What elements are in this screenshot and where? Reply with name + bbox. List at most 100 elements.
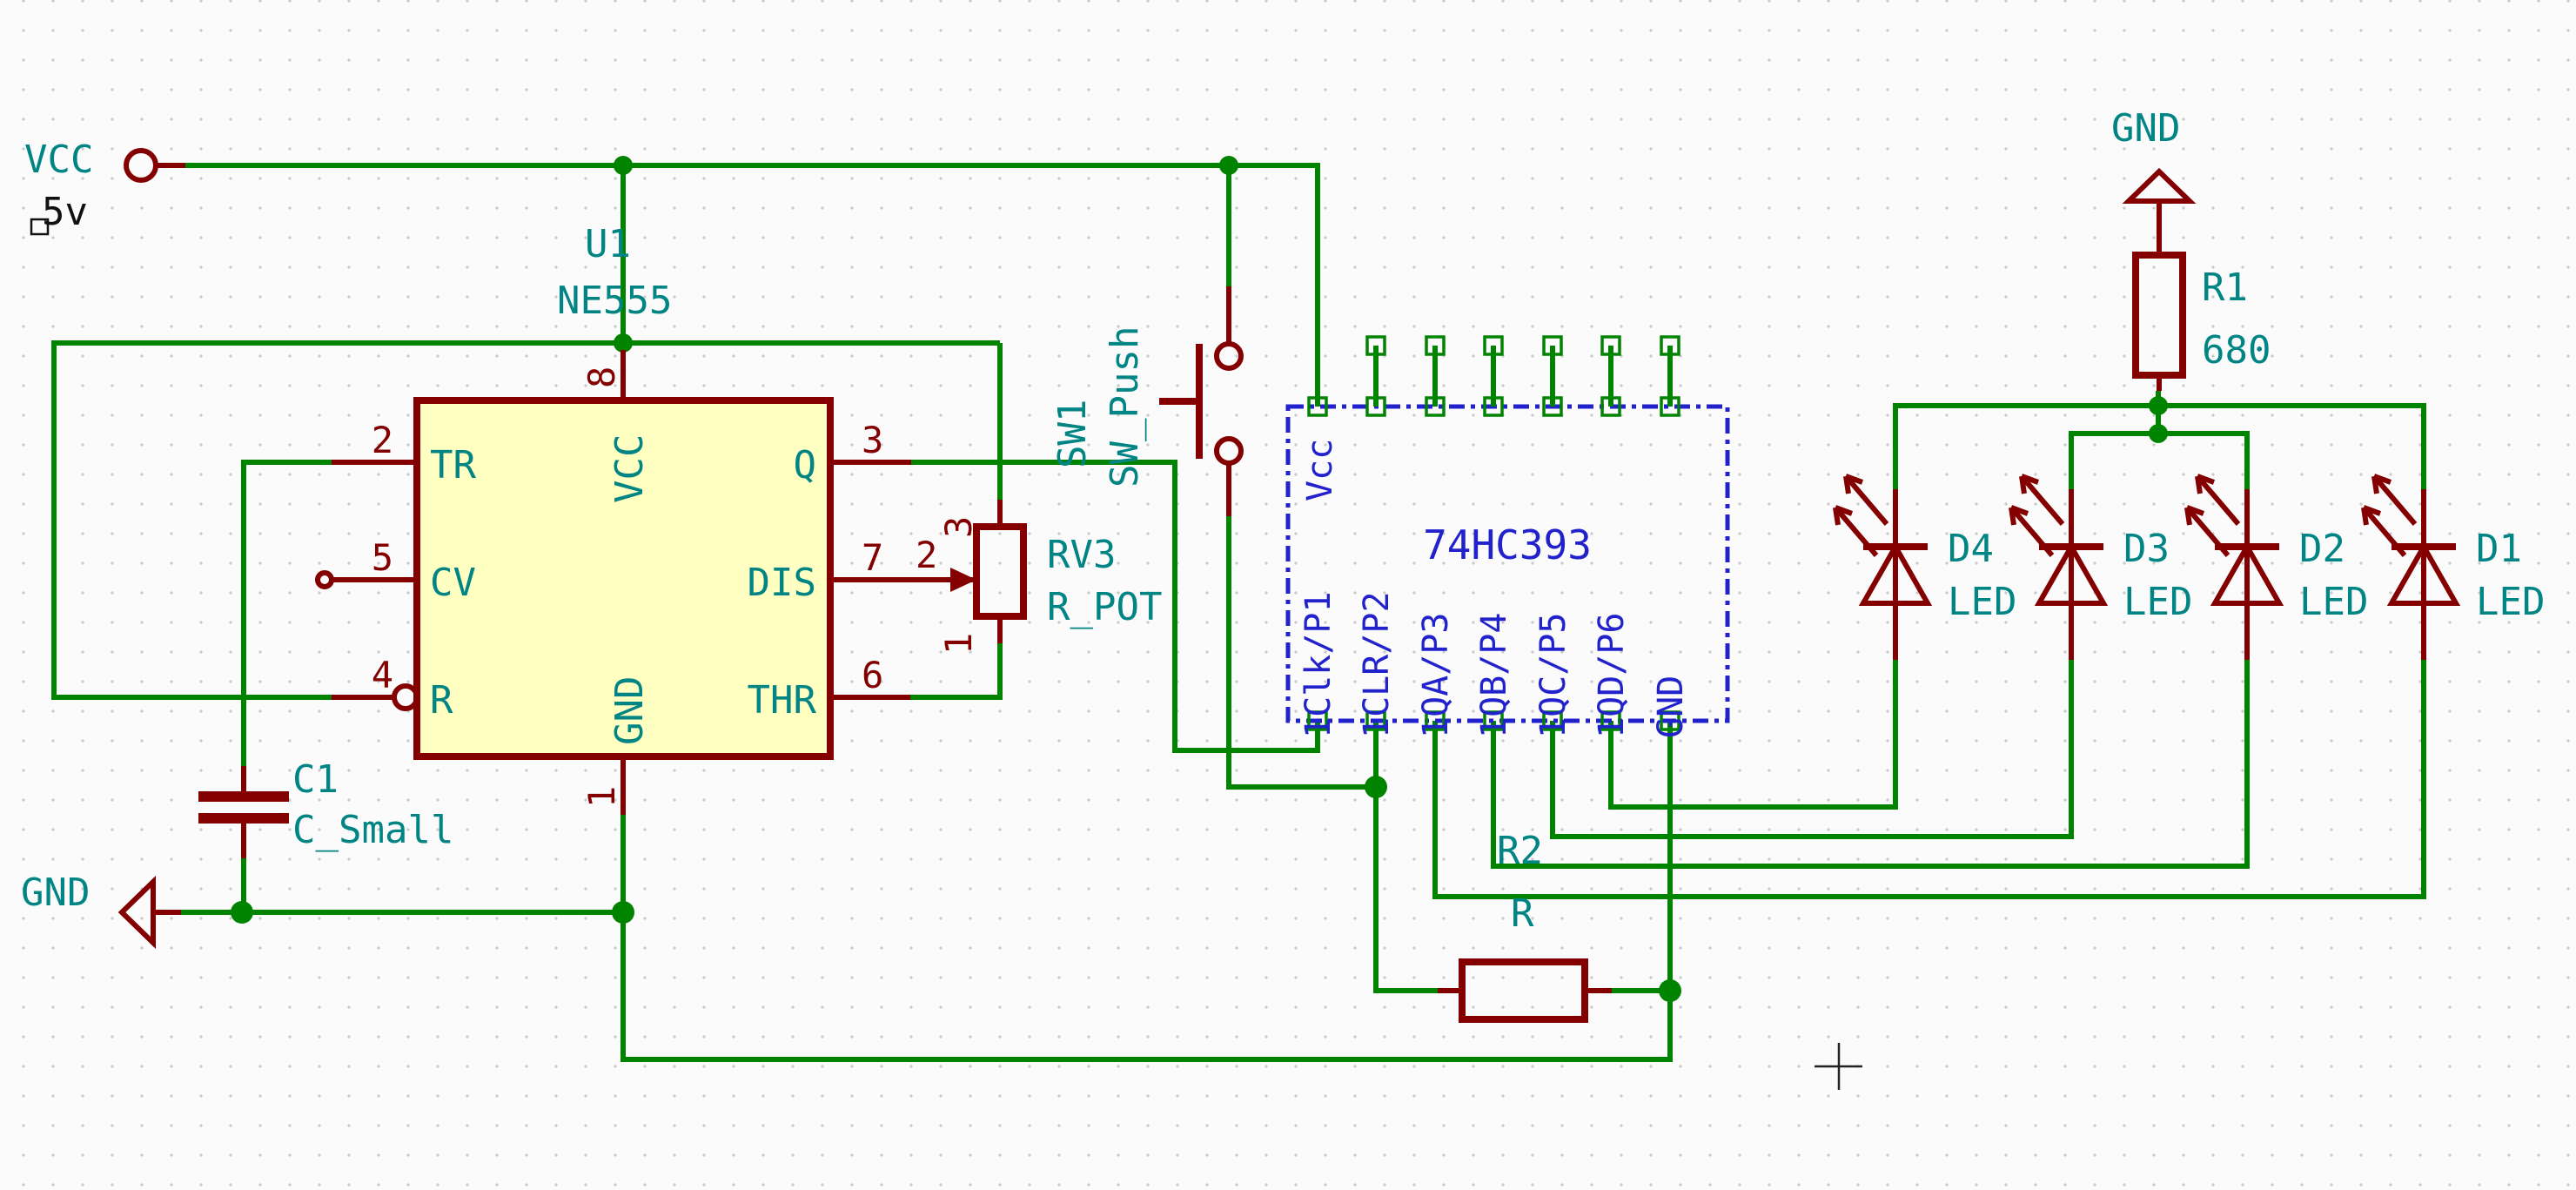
wire-vcc-dist-reset[interactable] xyxy=(51,340,1000,700)
r1-resistor-symbol[interactable]: GND R1 680 xyxy=(2111,106,2271,391)
rv3-potentiometer-symbol[interactable]: RV3 R_POT 3 1 2 xyxy=(916,500,1162,655)
vcc-power-symbol[interactable]: VCC 5v xyxy=(24,138,185,236)
u2-pin-label-vcc: Vcc xyxy=(1300,439,1340,501)
wire-tr-to-c1[interactable] xyxy=(241,460,332,766)
r1-value[interactable]: 680 xyxy=(2202,328,2271,373)
led-icon xyxy=(1835,476,1928,660)
sw1-push-button-symbol[interactable]: SW1 SW_Push xyxy=(1050,286,1244,516)
gnd-arrow-icon xyxy=(2122,167,2197,204)
u1-pin-name-thr: THR xyxy=(748,678,817,723)
led-icon xyxy=(2187,476,2279,660)
u1-pin-name-vcc: VCC xyxy=(607,434,652,503)
d2-value[interactable]: LED xyxy=(2299,580,2368,624)
d1-value[interactable]: LED xyxy=(2476,580,2545,624)
u1-pin-name-dis: DIS xyxy=(748,561,816,605)
u2-top-stub xyxy=(1602,337,1620,415)
d1-ref[interactable]: D1 xyxy=(2476,527,2522,571)
d3-value[interactable]: LED xyxy=(2123,580,2192,624)
r1-ref[interactable]: R1 xyxy=(2202,266,2248,310)
u1-pin-name-r: R xyxy=(430,678,453,723)
rv3-body[interactable] xyxy=(973,523,1027,620)
c1-value[interactable]: C_Small xyxy=(292,808,453,852)
u2-pin-label-1clk: 1Clk/P1 xyxy=(1298,591,1338,738)
d4-value[interactable]: LED xyxy=(1948,580,2016,624)
junction xyxy=(1365,776,1387,798)
r2-body[interactable] xyxy=(1459,958,1588,1023)
junction xyxy=(612,901,634,924)
gnd-left-label[interactable]: GND xyxy=(21,871,90,915)
u1-ne555-symbol[interactable]: U1 NE555 TR CV R Q DIS THR VCC GND 2 5 4… xyxy=(315,222,976,815)
invert-bubble-icon xyxy=(392,683,419,711)
u2-top-stub xyxy=(1367,337,1385,415)
sw1-ref[interactable]: SW1 xyxy=(1050,400,1095,468)
wire-1qb-to-d2[interactable] xyxy=(1491,660,2250,869)
r2-value[interactable]: R xyxy=(1511,891,1534,936)
u2-pin-label-1qc: 1QC/P5 xyxy=(1533,613,1573,739)
r2-resistor-symbol[interactable]: R2 R xyxy=(1438,829,1612,1023)
u2-top-stub xyxy=(1485,337,1502,415)
u1-pin-num-5: 5 xyxy=(372,536,393,579)
u2-pin-label-1qd: 1QD/P6 xyxy=(1592,613,1632,739)
junction xyxy=(1219,156,1238,175)
wire-1qd-to-d4[interactable] xyxy=(1608,660,1898,810)
wire-1qc-to-d3[interactable] xyxy=(1550,660,2074,839)
u1-pin-num-2: 2 xyxy=(372,419,393,461)
wire-vcc-rail[interactable] xyxy=(185,163,1320,407)
junction xyxy=(2149,396,2168,415)
wire-q-to-1clk[interactable] xyxy=(911,460,1320,753)
u1-body[interactable] xyxy=(413,397,834,760)
u2-pin-label-1qb: 1QB/P4 xyxy=(1474,613,1514,739)
wire-1clr-to-r2[interactable] xyxy=(1373,721,1438,993)
r1-body[interactable] xyxy=(2132,252,2186,379)
u1-pin-num-3: 3 xyxy=(862,419,883,461)
vcc-value[interactable]: 5v xyxy=(42,190,88,234)
unconnected-pin-icon xyxy=(315,570,334,589)
u2-74hc393-symbol[interactable]: Vcc 74HC393 1Clk/P1 1CLR/P2 1QA/P3 1QB/P… xyxy=(1285,337,1730,739)
u2-top-stub xyxy=(1426,337,1444,415)
u2-pin-label-1clr: 1CLR/P2 xyxy=(1357,591,1397,738)
u1-value[interactable]: NE555 xyxy=(557,279,672,323)
u2-value[interactable]: 74HC393 xyxy=(1423,521,1592,568)
crosshair-marker xyxy=(1815,1043,1862,1090)
d3-ref[interactable]: D3 xyxy=(2123,527,2170,571)
sw1-value[interactable]: SW_Push xyxy=(1103,326,1147,487)
rv3-ref[interactable]: RV3 xyxy=(1047,533,1116,577)
c1-ref[interactable]: C1 xyxy=(292,757,339,802)
wiper-arrow-icon xyxy=(950,568,976,592)
u1-pin-name-cv: CV xyxy=(430,561,476,605)
u1-ref[interactable]: U1 xyxy=(585,222,631,266)
led-d3-symbol[interactable]: D3 LED xyxy=(2011,476,2192,660)
u1-pin-num-6: 6 xyxy=(862,654,883,696)
c1-capacitor-symbol[interactable]: C1 C_Small xyxy=(198,757,453,858)
junction xyxy=(614,156,633,175)
rv3-value[interactable]: R_POT xyxy=(1047,585,1162,629)
u2-top-stub xyxy=(1544,337,1561,415)
u2-body[interactable] xyxy=(1285,404,1730,723)
u1-pin-num-1: 1 xyxy=(580,786,623,808)
wire-sw1-to-1clr[interactable] xyxy=(1226,516,1376,790)
junction xyxy=(614,333,633,353)
gnd-top-label[interactable]: GND xyxy=(2111,106,2180,151)
u1-pin-name-q: Q xyxy=(794,443,817,487)
wire-thr-to-rv3[interactable] xyxy=(910,643,1003,700)
rv3-pin-num-2: 2 xyxy=(916,534,937,576)
led-d1-symbol[interactable]: D1 LED xyxy=(2364,476,2545,660)
gnd-arrow-icon xyxy=(117,875,156,950)
d4-ref[interactable]: D4 xyxy=(1948,527,1994,571)
rv3-pin-num-3: 3 xyxy=(937,516,980,538)
gnd-left-power-symbol[interactable]: GND xyxy=(21,871,181,950)
u1-pin-num-7: 7 xyxy=(862,536,883,579)
junction xyxy=(231,901,253,924)
u2-top-stub xyxy=(1661,337,1679,415)
u2-pin-label-gnd: GND xyxy=(1651,676,1691,738)
d2-ref[interactable]: D2 xyxy=(2299,527,2345,571)
sw1-contact-bottom xyxy=(1214,436,1244,466)
wire-1qa-to-d1[interactable] xyxy=(1432,660,2426,899)
led-d2-symbol[interactable]: D2 LED xyxy=(2187,476,2368,660)
wire-gnd-bottom-rail[interactable] xyxy=(621,721,1673,1062)
r2-ref[interactable]: R2 xyxy=(1497,829,1543,873)
text-anchor-box xyxy=(30,218,50,236)
vcc-label[interactable]: VCC xyxy=(24,138,93,182)
led-d4-symbol[interactable]: D4 LED xyxy=(1835,476,2016,660)
